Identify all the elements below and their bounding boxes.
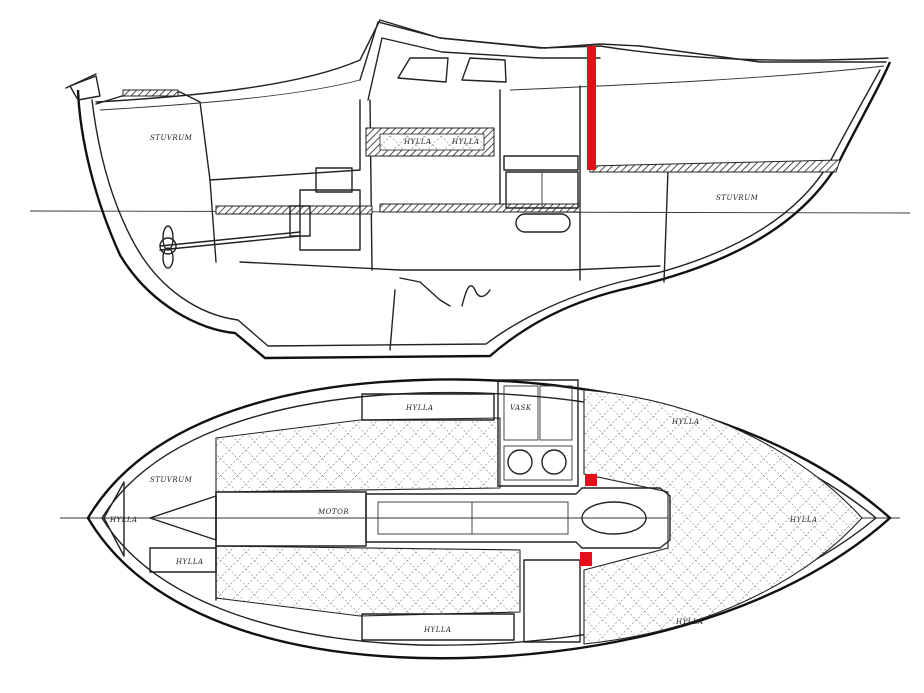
floor-hatch — [379, 203, 581, 213]
engine — [159, 167, 361, 269]
engine-bed-hatch — [215, 205, 373, 215]
locker-port — [523, 559, 581, 643]
galley-counter — [503, 155, 579, 171]
stern-post — [69, 75, 101, 101]
toilet — [581, 501, 647, 535]
label-hylla-side-2: HYLLA — [451, 138, 480, 146]
label-hylla-side-1: HYLLA — [403, 138, 432, 146]
coaming-hatch — [122, 89, 179, 97]
cushion-port-settee — [215, 545, 521, 617]
red-mark-plan-port — [580, 552, 592, 566]
sheer-line — [95, 19, 889, 103]
stove-burner-2 — [541, 449, 567, 475]
bulkhead-vberth — [663, 169, 669, 283]
cabin-side — [367, 37, 601, 101]
label-stuvrum-plan: STUVRUM — [150, 476, 193, 484]
label-stuvrum-side-fwd: STUVRUM — [716, 194, 759, 202]
galley-cupboard — [539, 385, 573, 441]
cabin-top — [359, 21, 887, 81]
pushpit — [65, 73, 97, 89]
label-hylla-plan-top: HYLLA — [405, 404, 434, 412]
stove-burner-1 — [507, 449, 533, 475]
bulkhead-mid — [369, 99, 373, 271]
label-motor: MOTOR — [317, 508, 349, 516]
shelf-aft-port — [149, 547, 217, 573]
settee-cushion — [379, 133, 485, 151]
cabin-sole — [239, 261, 661, 271]
keel-bilge — [389, 277, 451, 351]
red-mark-plan-stbd — [585, 474, 597, 486]
shelf-port — [361, 613, 515, 641]
shelf-stbd — [361, 393, 495, 421]
table-top — [377, 501, 569, 535]
hull-outline-plan — [86, 378, 892, 660]
window-1 — [397, 57, 449, 83]
saloon-table — [365, 487, 671, 549]
cockpit-coaming — [95, 91, 361, 181]
label-hylla-plan-bow-tip: HYLLA — [789, 516, 818, 524]
window-2 — [461, 57, 507, 83]
plan-view: STUVRUM HYLLA HYLLA HYLLA HYLLA HYLLA HY… — [60, 378, 900, 660]
stove — [503, 445, 573, 481]
galley-sink-area — [503, 385, 539, 441]
bilge-pump-hose — [461, 285, 491, 307]
vberth-shelf-hatch — [589, 159, 841, 173]
hull-inner-side — [91, 69, 881, 347]
deck-line — [99, 65, 885, 111]
cushion-vberth — [583, 389, 863, 645]
label-hylla-plan-aft: HYLLA — [175, 558, 204, 566]
bulkhead-aft — [209, 179, 217, 263]
cushion-stbd-settee — [215, 417, 501, 493]
side-elevation: STUVRUM STUVRUM HYLLA HYLLA — [29, 19, 911, 360]
stern-pulpit — [103, 481, 125, 557]
motor-trunk — [215, 491, 367, 547]
red-mark-side — [587, 46, 596, 170]
hull-inner-plan — [101, 391, 877, 646]
galley-porthole — [515, 213, 571, 233]
label-hylla-plan-bow-top: HYLLA — [671, 418, 700, 426]
label-hylla-plan-stern: HYLLA — [109, 516, 138, 524]
label-hylla-plan-port: HYLLA — [423, 626, 452, 634]
label-vask: VASK — [510, 404, 532, 412]
galley-block-plan — [497, 379, 579, 487]
label-hylla-plan-bow-bottom: HYLLA — [675, 618, 704, 626]
label-stuvrum-side-aft: STUVRUM — [150, 134, 193, 142]
